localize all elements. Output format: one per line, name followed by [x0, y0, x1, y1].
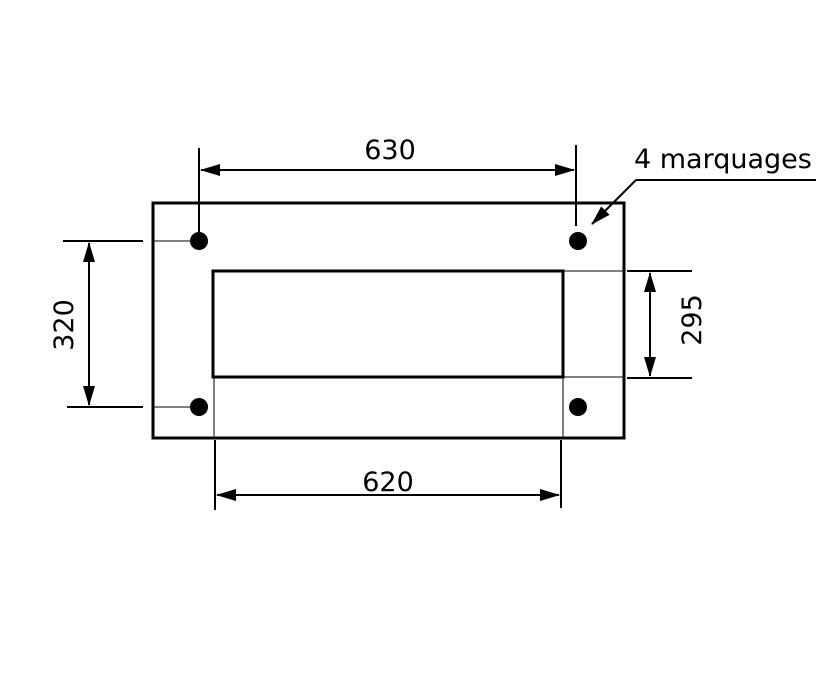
dimension-top: 630	[198, 135, 577, 232]
marking-dot-top-left	[190, 232, 208, 250]
marking-dot-bottom-right	[569, 398, 587, 416]
dimension-bottom-label: 620	[362, 467, 414, 498]
dimension-left: 320	[49, 240, 190, 408]
dimension-left-label: 320	[49, 299, 80, 351]
dimension-right-label: 295	[677, 294, 708, 346]
marking-dot-bottom-left	[190, 398, 208, 416]
marking-dot-top-right	[569, 232, 587, 250]
markings-label: 4 marquages	[634, 144, 812, 175]
markings-leader: 4 marquages	[591, 144, 816, 225]
inner-opening	[211, 269, 565, 379]
dimension-bottom: 620	[213, 378, 564, 510]
outer-frame	[151, 201, 626, 440]
dimension-right: 295	[563, 270, 708, 379]
dimension-top-label: 630	[364, 135, 416, 166]
